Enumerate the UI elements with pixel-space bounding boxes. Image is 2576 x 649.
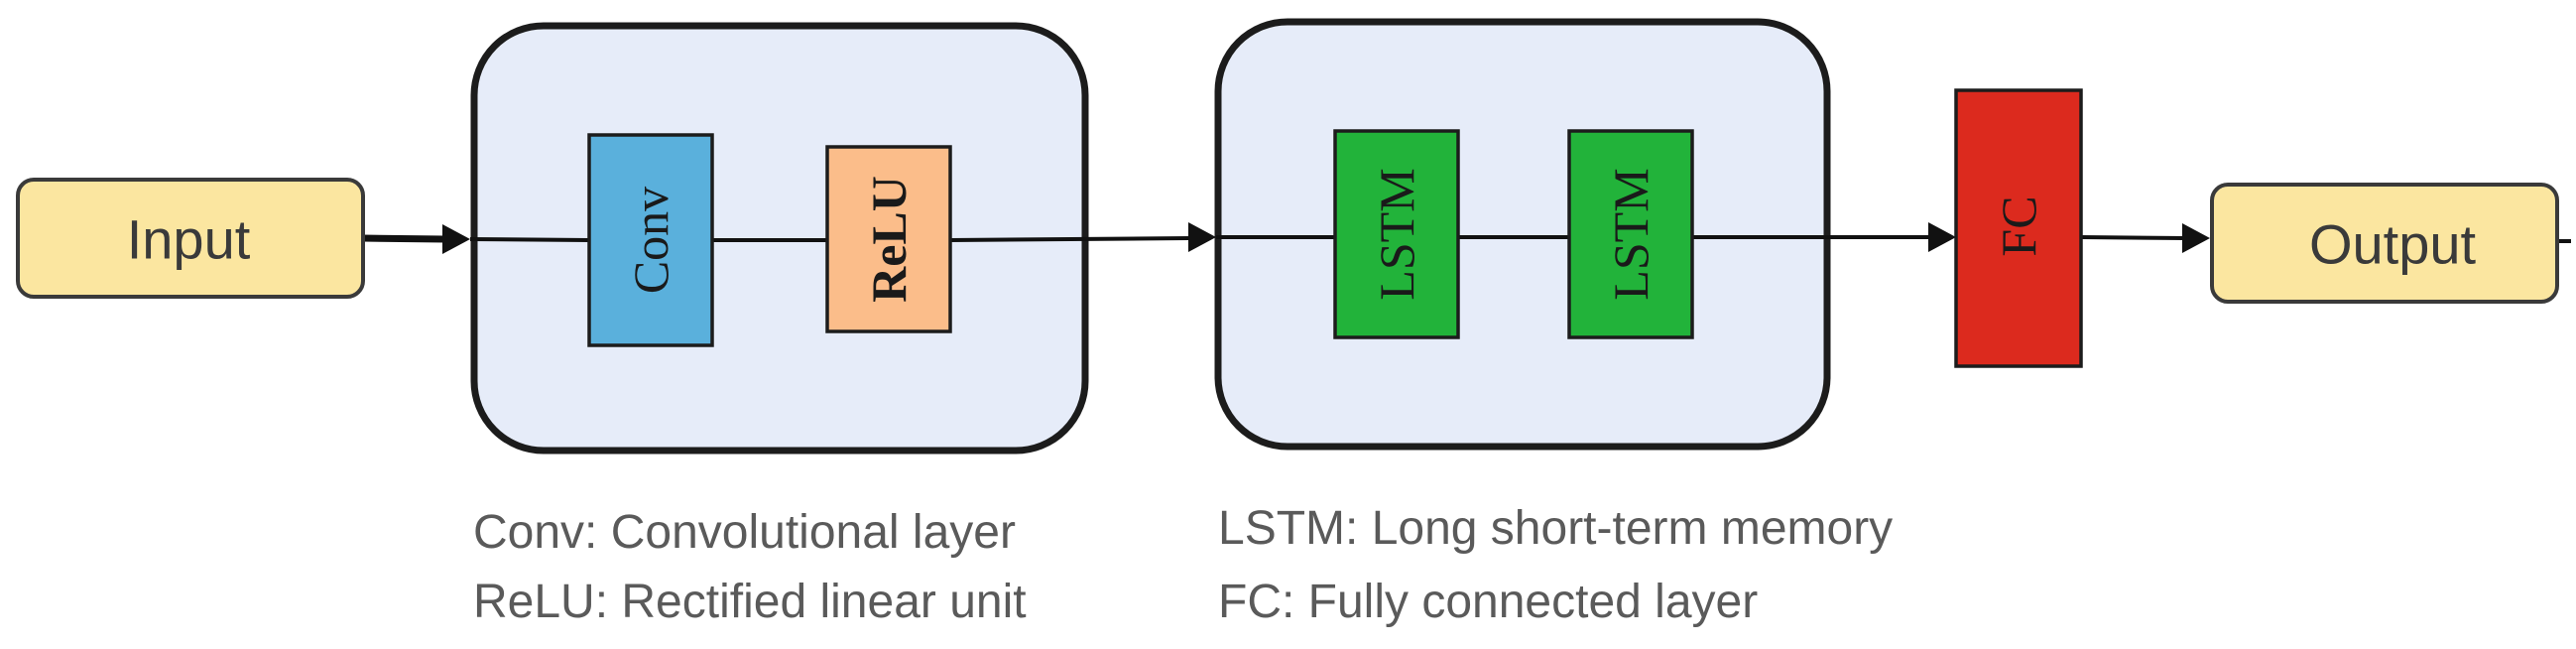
arrowhead-lstm-entry [1188, 222, 1216, 252]
relu-layer-box [825, 145, 952, 333]
legend: Conv: Convolutional layer ReLU: Rectifie… [473, 502, 1893, 628]
fc-layer-box [1954, 88, 2083, 368]
lstm-layer-1-box [1333, 129, 1460, 339]
legend-relu: ReLU: Rectified linear unit [473, 576, 1027, 628]
arrowhead-fc-entry [1928, 222, 1956, 252]
conv-layer-box [587, 133, 714, 347]
lstm-layer-2-label: LSTM [1603, 168, 1658, 300]
fc-layer: FC [1954, 88, 2083, 368]
relu-layer-label: ReLU [861, 176, 917, 303]
legend-fc: FC: Fully connected layer [1218, 576, 1758, 628]
edge-relu-to-lstm-block [949, 236, 1191, 242]
lstm-layer-2-box [1567, 129, 1694, 339]
edge-fc-to-output [2080, 235, 2185, 240]
lstm-layer-1-label: LSTM [1369, 168, 1424, 300]
input-node: Input [16, 178, 365, 299]
legend-lstm: LSTM: Long short-term memory [1218, 502, 1893, 555]
input-label: Input [127, 208, 251, 271]
lstm-layer-2: LSTM [1567, 129, 1694, 339]
output-label: Output [2309, 213, 2477, 276]
arrowhead-output-entry [2182, 223, 2210, 253]
fc-layer-label: FC [1991, 195, 2046, 256]
lstm-block [1214, 18, 1831, 451]
arrowhead-cnn-entry [442, 224, 470, 254]
legend-conv: Conv: Convolutional layer [473, 506, 1016, 559]
output-node: Output [2210, 183, 2559, 304]
relu-layer: ReLU [825, 145, 952, 333]
edge-input-to-cnn [361, 234, 445, 243]
edge-cnn-to-conv [469, 237, 590, 242]
conv-layer-label: Conv [623, 187, 678, 294]
lstm-layer-1: LSTM [1333, 129, 1460, 339]
conv-layer: Conv [587, 133, 714, 347]
